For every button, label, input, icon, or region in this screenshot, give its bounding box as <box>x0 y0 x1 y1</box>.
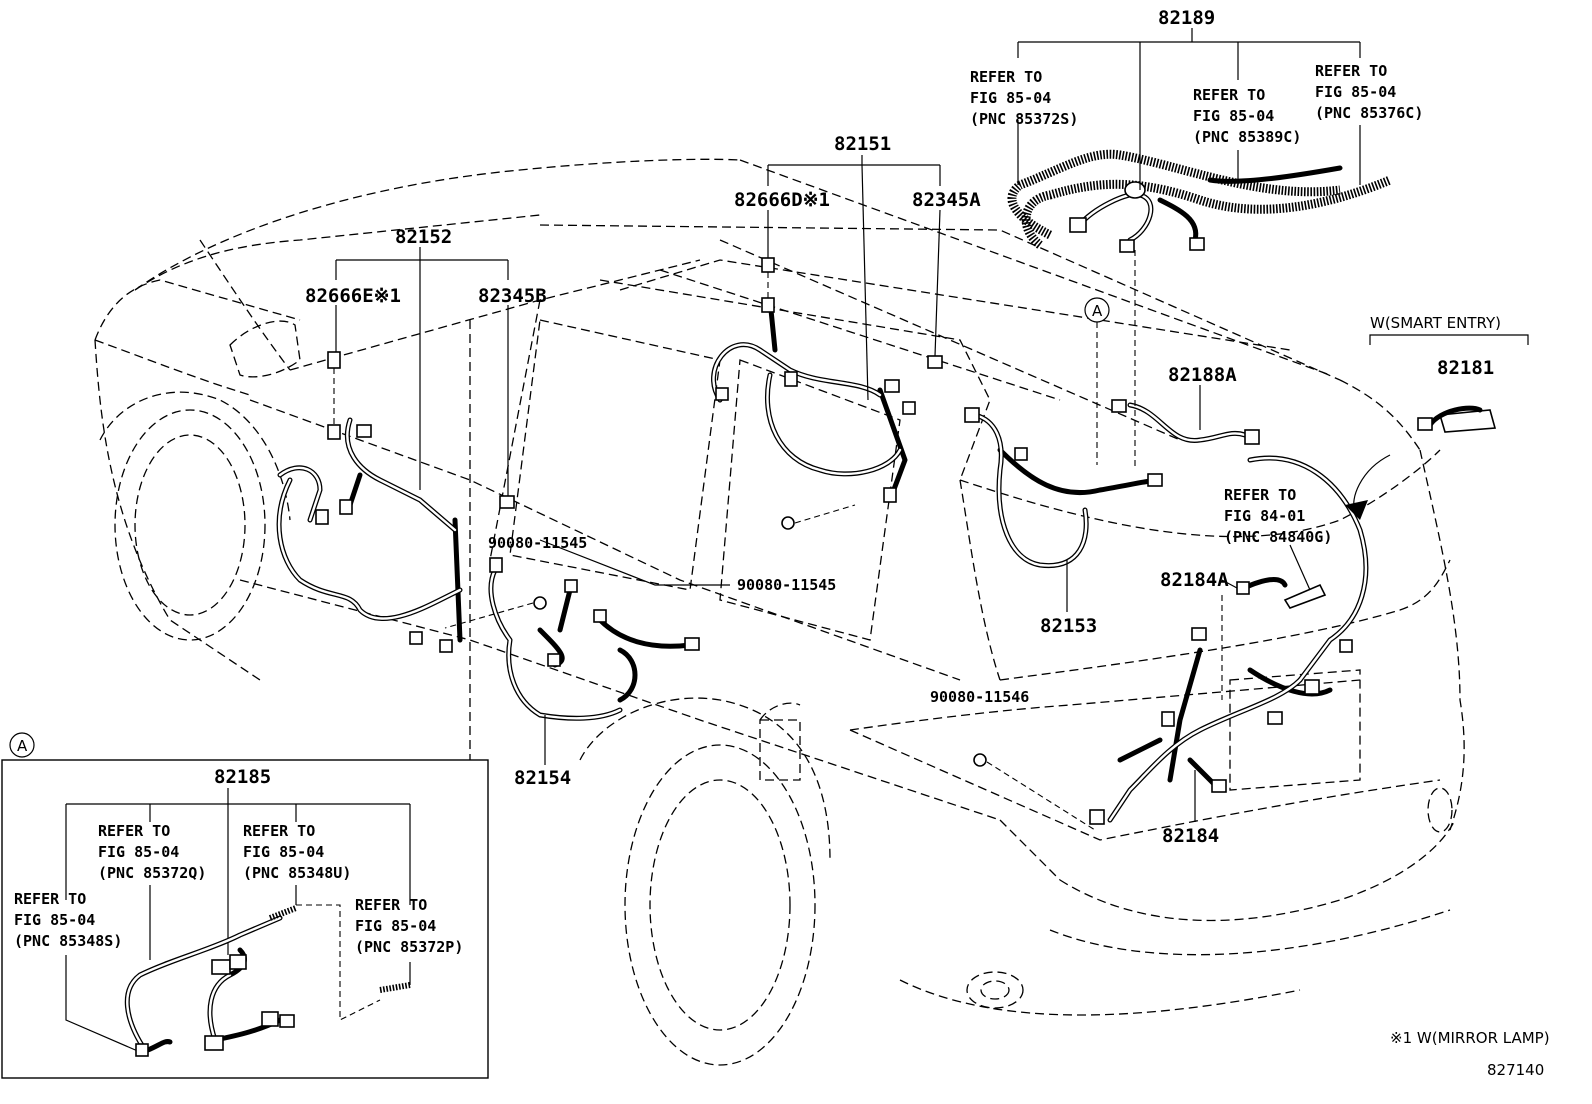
svg-text:FIG 85-04: FIG 85-04 <box>1193 107 1274 125</box>
refer-note-85376C: REFER TO FIG 85-04 (PNC 85376C) <box>1315 62 1423 122</box>
label-82184: 82184 <box>1162 825 1219 847</box>
callout-a-car: A <box>1092 302 1103 320</box>
svg-text:FIG 85-04: FIG 85-04 <box>98 843 179 861</box>
svg-text:(PNC 84840G): (PNC 84840G) <box>1224 528 1332 546</box>
svg-text:REFER TO: REFER TO <box>1193 86 1265 104</box>
svg-text:(PNC 85348S): (PNC 85348S) <box>14 932 122 950</box>
svg-text:(PNC 85372P): (PNC 85372P) <box>355 938 463 956</box>
label-82184A: 82184A <box>1160 569 1229 591</box>
label-82188A: 82188A <box>1168 364 1237 386</box>
svg-text:REFER TO: REFER TO <box>1315 62 1387 80</box>
vehicle-body-outline <box>94 158 1465 1066</box>
label-82345A: 82345A <box>912 189 981 211</box>
label-82185: 82185 <box>214 766 271 788</box>
refer-note-84840G: REFER TO FIG 84-01 (PNC 84840G) <box>1224 486 1332 546</box>
label-bolt-90080-11546: 90080-11546 <box>930 688 1029 706</box>
harness-82189 <box>1007 149 1392 253</box>
label-bolt-90080-11545-a: 90080-11545 <box>488 534 587 552</box>
svg-text:REFER TO: REFER TO <box>970 68 1042 86</box>
svg-text:(PNC 85376C): (PNC 85376C) <box>1315 104 1423 122</box>
harness-82152 <box>276 351 515 653</box>
svg-text:FIG 85-04: FIG 85-04 <box>970 89 1051 107</box>
callout-a-inset: A <box>17 737 28 755</box>
svg-text:(PNC 85372Q): (PNC 85372Q) <box>98 864 206 882</box>
svg-text:REFER TO: REFER TO <box>98 822 170 840</box>
bolts <box>444 504 1096 831</box>
leader-lines <box>333 28 1529 822</box>
refer-note-85348U: REFER TO FIG 85-04 (PNC 85348U) <box>243 822 351 882</box>
label-82666E: 82666E※1 <box>305 285 401 307</box>
label-82189: 82189 <box>1158 7 1215 29</box>
refer-note-85389C: REFER TO FIG 85-04 (PNC 85389C) <box>1193 86 1301 146</box>
svg-text:FIG 85-04: FIG 85-04 <box>14 911 95 929</box>
refer-note-85372P: REFER TO FIG 85-04 (PNC 85372P) <box>355 896 463 956</box>
footnote-mirror-lamp: ※1 W(MIRROR LAMP) <box>1390 1029 1550 1047</box>
label-bolt-90080-11545-b: 90080-11545 <box>737 576 836 594</box>
harness-82154 <box>488 557 700 721</box>
figure-code: 827140 <box>1487 1061 1544 1079</box>
label-82345B: 82345B <box>478 285 547 307</box>
svg-text:FIG 85-04: FIG 85-04 <box>1315 83 1396 101</box>
harness-82151 <box>711 257 943 503</box>
refer-notes: REFER TO FIG 85-04 (PNC 85372S) REFER TO… <box>970 62 1423 546</box>
label-82152: 82152 <box>395 226 452 248</box>
svg-text:REFER TO: REFER TO <box>243 822 315 840</box>
harness-82188A <box>1111 399 1260 445</box>
harness-82153 <box>964 407 1163 569</box>
svg-text:FIG 85-04: FIG 85-04 <box>355 917 436 935</box>
svg-text:REFER TO: REFER TO <box>355 896 427 914</box>
svg-text:REFER TO: REFER TO <box>14 890 86 908</box>
connector-84840G <box>1283 583 1327 609</box>
svg-text:(PNC 85389C): (PNC 85389C) <box>1193 128 1301 146</box>
part-labels: 82189 82151 82666D※1 82345A 82152 82666E… <box>214 7 1550 1079</box>
label-82154: 82154 <box>514 767 571 789</box>
svg-text:FIG 85-04: FIG 85-04 <box>243 843 324 861</box>
refer-note-85348S: REFER TO FIG 85-04 (PNC 85348S) <box>14 890 122 950</box>
svg-text:REFER TO: REFER TO <box>1224 486 1296 504</box>
label-smart-entry: W(SMART ENTRY) <box>1370 314 1501 332</box>
connector-82666E <box>327 351 341 369</box>
label-82151: 82151 <box>834 133 891 155</box>
refer-note-85372Q: REFER TO FIG 85-04 (PNC 85372Q) <box>98 822 206 882</box>
label-82153: 82153 <box>1040 615 1097 637</box>
label-82666D: 82666D※1 <box>734 189 830 211</box>
svg-text:(PNC 85348U): (PNC 85348U) <box>243 864 351 882</box>
refer-note-85372S: REFER TO FIG 85-04 (PNC 85372S) <box>970 68 1078 128</box>
connector-82345B <box>499 495 515 509</box>
label-82181: 82181 <box>1437 357 1494 379</box>
part-82181 <box>1345 405 1497 520</box>
harness-82184 <box>1089 455 1369 825</box>
svg-text:FIG 84-01: FIG 84-01 <box>1224 507 1305 525</box>
connector-82666D <box>761 257 775 273</box>
connector-82345A <box>927 355 943 369</box>
callout-markers: A A <box>9 297 1110 758</box>
inset-detail-a: REFER TO FIG 85-04 (PNC 85372Q) REFER TO… <box>1 759 489 1079</box>
connector-82184A <box>1236 581 1250 595</box>
svg-text:(PNC 85372S): (PNC 85372S) <box>970 110 1078 128</box>
